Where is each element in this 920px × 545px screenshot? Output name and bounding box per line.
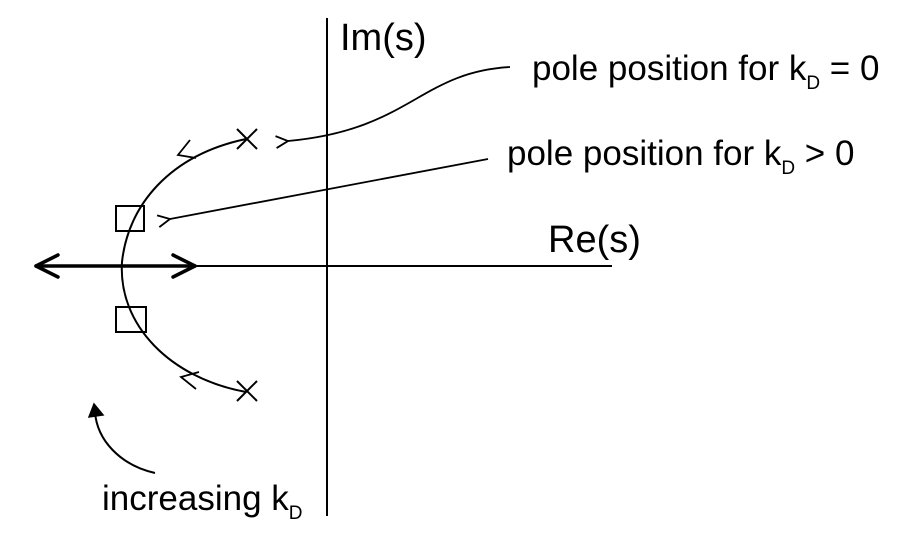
- increasing-kd-arrowhead: [87, 402, 105, 418]
- real-axis-double-arrow: [34, 253, 197, 279]
- pole-cross-lower: [236, 380, 258, 402]
- real-axis-label: Re(s): [548, 219, 641, 261]
- locus-direction-arrow-upper: [176, 139, 197, 159]
- increasing-kd-arrow: [94, 411, 156, 474]
- pole-square-upper: [115, 205, 145, 232]
- label-pole-kd-zero: pole position for kD = 0: [532, 49, 879, 94]
- locus-direction-arrow-lower: [179, 371, 200, 390]
- leader-arrow-kd-positive: [170, 158, 489, 219]
- label-pole-kd-positive: pole position for kD > 0: [507, 134, 854, 179]
- label-increasing-kd: increasing kD: [102, 479, 303, 524]
- root-locus-arc: [120, 138, 247, 393]
- imaginary-axis-label: Im(s): [340, 17, 427, 59]
- pole-cross-upper: [236, 128, 258, 150]
- pole-square-lower: [115, 306, 147, 333]
- leader-arrow-kd-zero: [288, 66, 511, 141]
